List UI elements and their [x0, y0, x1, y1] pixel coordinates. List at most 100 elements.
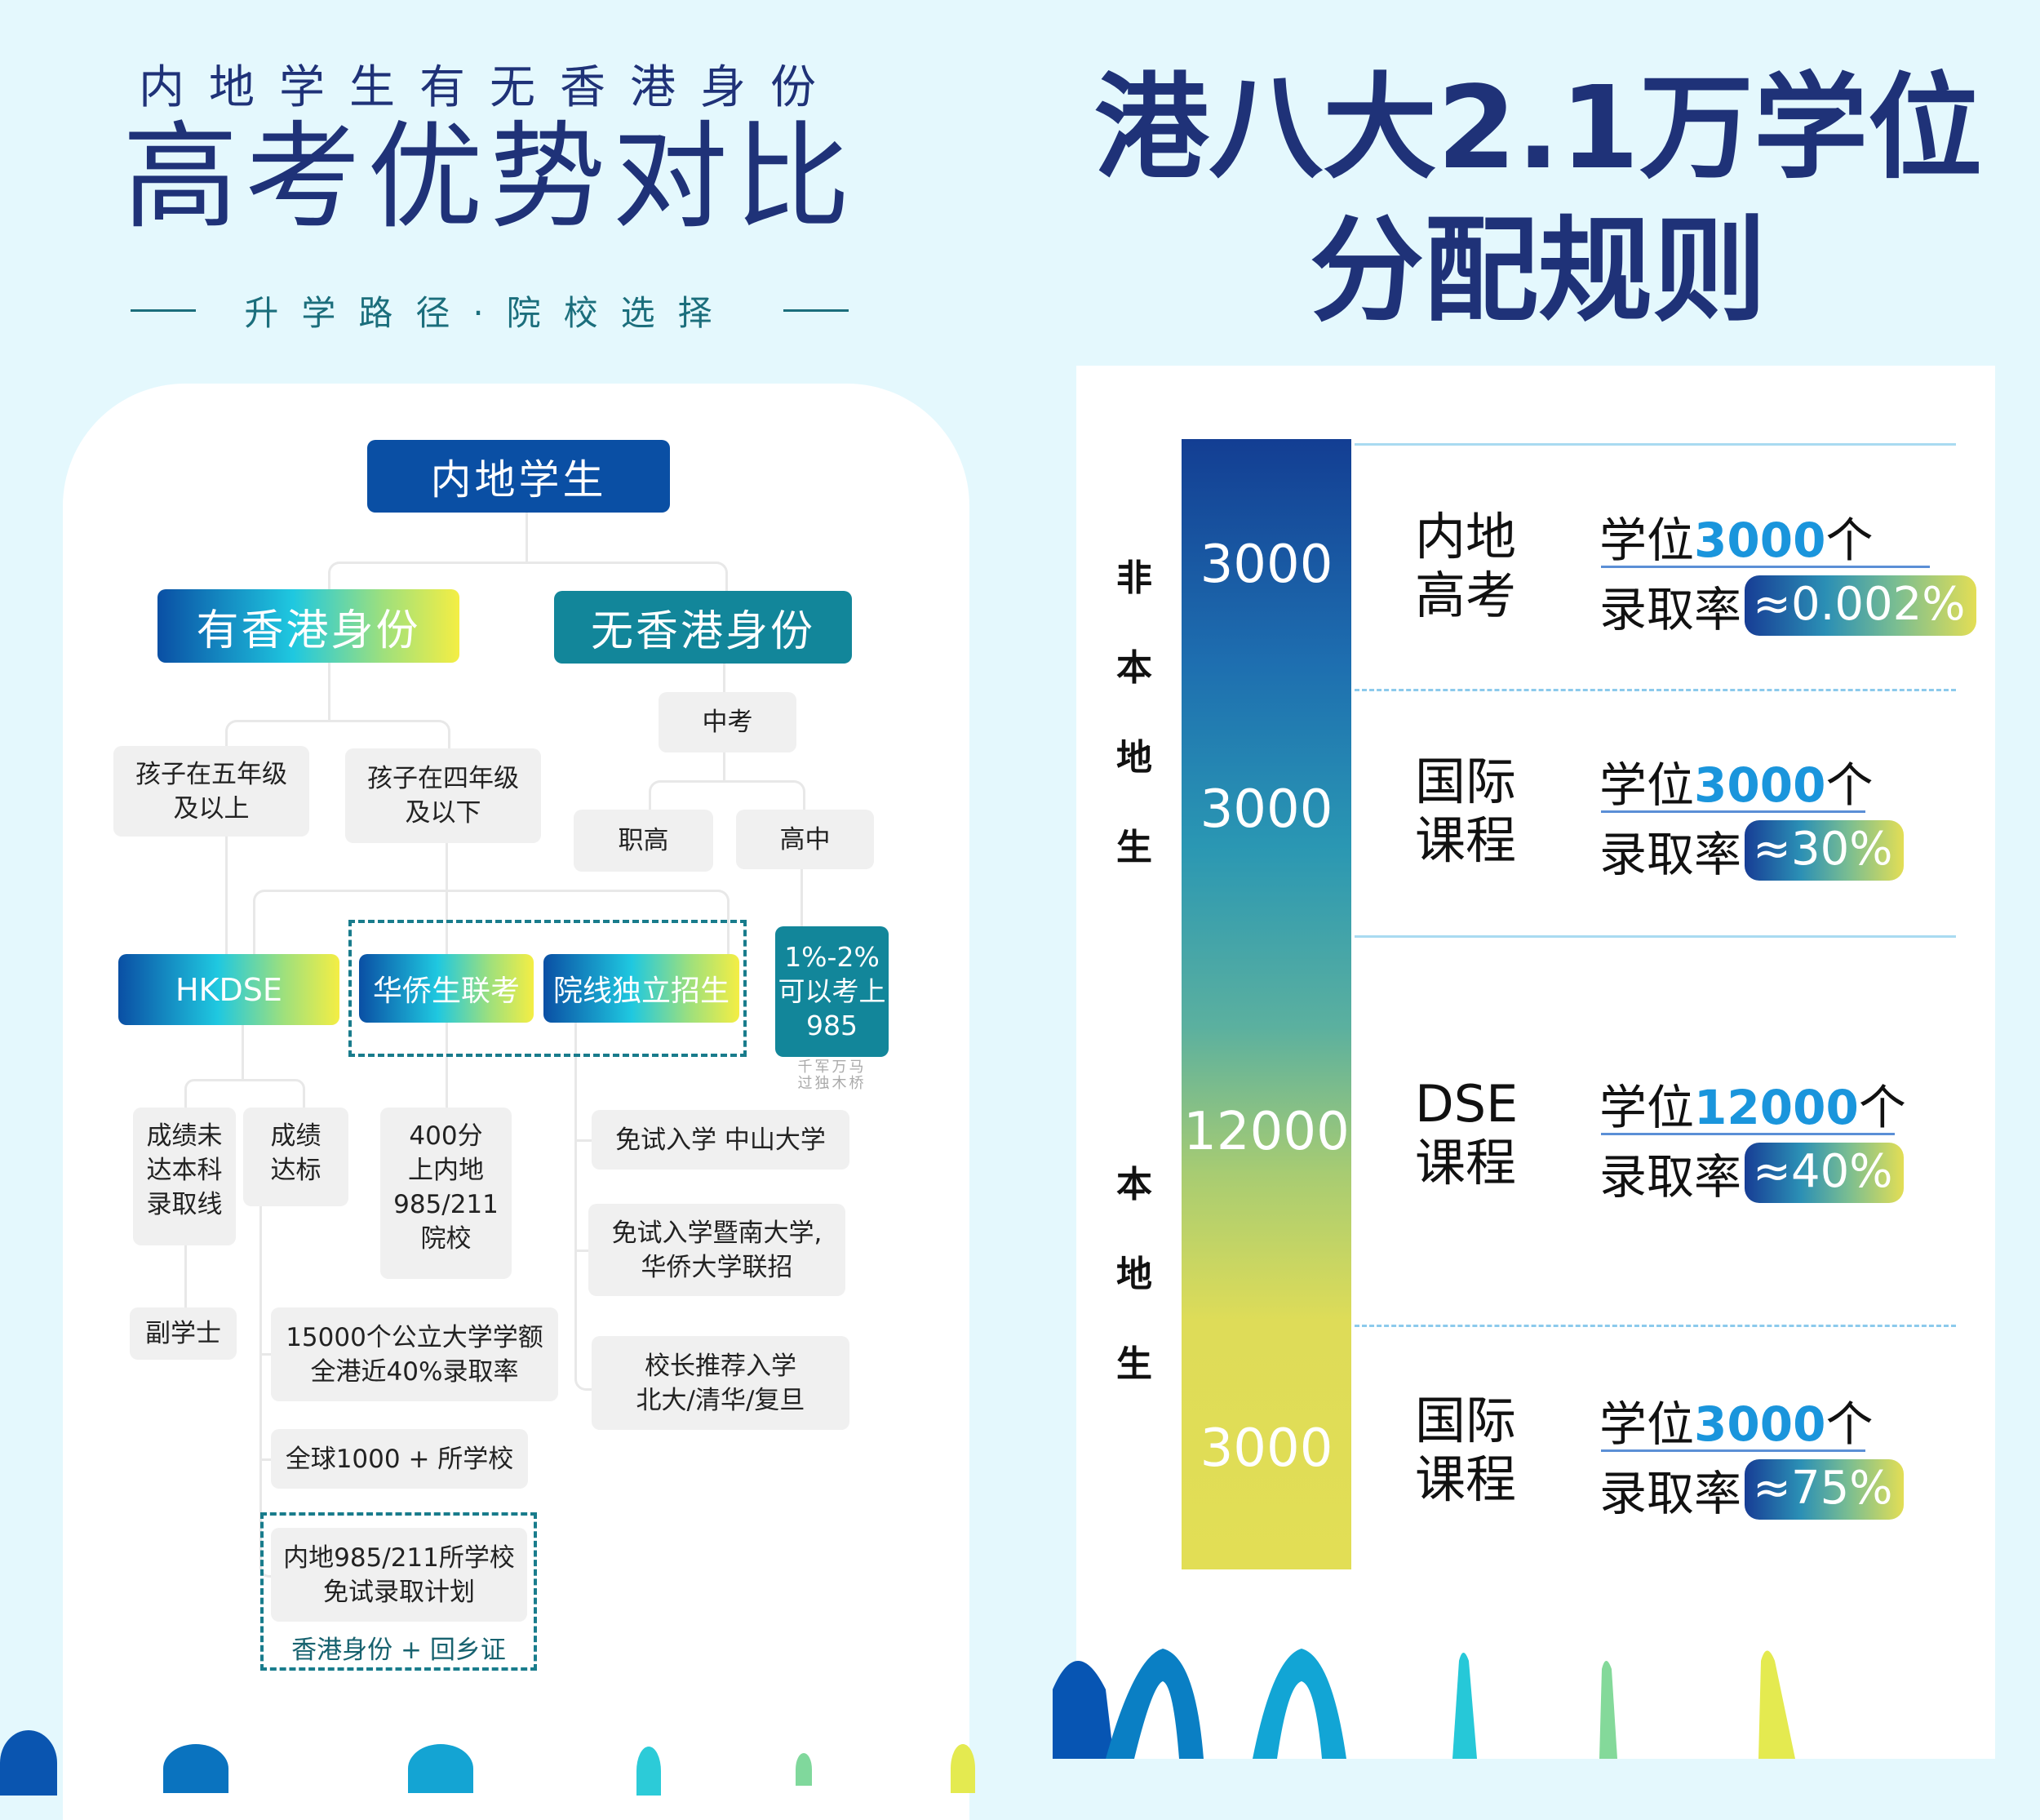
bar-value-2: 3000 [1200, 779, 1333, 840]
rate-label: 录取率 [1599, 1149, 1742, 1205]
row2-category: 国际 课程 [1415, 752, 1516, 870]
seats-number: 3000 [1694, 1396, 1826, 1452]
row4-seats: 学位3000个 [1599, 1386, 1873, 1454]
node-label: 副学士 [145, 1319, 221, 1348]
node-400-score: 400分 上内地 985/211 院校 [380, 1108, 512, 1279]
group-char: 非 [1116, 557, 1152, 599]
node-label: 无香港身份 [590, 607, 815, 656]
node-sysu: 免试入学 中山大学 [592, 1110, 849, 1170]
node-label: 职高 [618, 826, 669, 855]
node-global-schools: 全球1000 + 所学校 [271, 1429, 528, 1489]
divider-top [1355, 443, 1956, 446]
row4-rate: 录取率≈75% [1599, 1455, 1905, 1524]
node-grade4-below: 孩子在四年级 及以下 [345, 748, 541, 843]
node-zhongkao: 中考 [659, 692, 796, 752]
bar-value-1: 3000 [1200, 535, 1333, 595]
left-subtitle: 内地学生有无香港身份 [139, 61, 840, 114]
category-line: 国际 [1415, 752, 1517, 811]
node-label: 及以下 [405, 798, 481, 828]
category-line: 内地 [1415, 507, 1517, 566]
seats-prefix: 学位 [1599, 1396, 1695, 1452]
seats-suffix: 个 [1825, 1396, 1874, 1452]
node-label: 院校 [420, 1224, 472, 1254]
category-line: 课程 [1415, 1449, 1517, 1509]
group-char: 本 [1116, 1164, 1152, 1205]
gaokao-note-line2: 过独木桥 [797, 1075, 867, 1092]
node-label: 录取线 [146, 1190, 223, 1219]
row1-category: 内地 高考 [1415, 508, 1516, 625]
node-label: 内地985/211所学校 [283, 1543, 515, 1573]
node-public-university: 15000个公立大学学额 全港近40%录取率 [271, 1307, 558, 1401]
allocation-gradient-bar [1182, 439, 1351, 1569]
node-high-school: 高中 [736, 810, 874, 869]
category-line: 课程 [1415, 810, 1517, 870]
right-title-line2: 分配规则 [1309, 205, 1767, 338]
dashed-group-exams [348, 920, 747, 1057]
node-label: 全港近40%录取率 [310, 1356, 519, 1387]
group-label-local: 本 地 生 [1116, 1155, 1152, 1387]
left-tagline: 升学路径·院校选择 [131, 286, 849, 335]
group-char: 本 [1116, 647, 1152, 689]
tagline-text: 升学路径·院校选择 [244, 293, 735, 333]
divider-dashed-1 [1355, 689, 1956, 691]
bar-value-3: 12000 [1183, 1102, 1350, 1162]
node-with-hk-identity: 有香港身份 [157, 589, 459, 663]
node-label: 1%-2% [784, 941, 880, 973]
node-label: 可以考上 [778, 975, 886, 1007]
category-line: 课程 [1415, 1133, 1517, 1192]
node-label: 华侨生联考 [372, 974, 520, 1008]
bar-value-4: 3000 [1200, 1418, 1333, 1479]
node-principal-recommend: 校长推荐入学 北大/清华/复旦 [592, 1336, 849, 1430]
seats-suffix: 个 [1858, 1080, 1906, 1135]
row1-underline [1601, 566, 1930, 568]
seats-number: 3000 [1694, 757, 1826, 813]
group-char: 地 [1116, 1254, 1152, 1295]
row2-underline [1601, 810, 1865, 813]
group-label-non-local: 非 本 地 生 [1116, 548, 1152, 870]
category-line: 高考 [1415, 566, 1517, 625]
seats-prefix: 学位 [1599, 757, 1695, 813]
node-label: 15000个公立大学学额 [286, 1322, 543, 1352]
node-label: HKDSE [175, 971, 282, 1008]
seats-prefix: 学位 [1599, 513, 1695, 568]
category-line: DSE [1415, 1074, 1519, 1134]
node-label: 及以上 [173, 793, 250, 823]
node-label: 孩子在五年级 [135, 759, 287, 789]
node-label: 校长推荐入学 [645, 1351, 796, 1381]
right-wave-decoration [1053, 1649, 1795, 1759]
group-char: 生 [1116, 1343, 1152, 1385]
node-hkdse: HKDSE [118, 954, 339, 1025]
rate-pill: ≈0.002% [1745, 575, 1977, 636]
rate-label: 录取率 [1599, 582, 1742, 637]
node-independent-admission: 院线独立招生 [543, 954, 739, 1023]
seats-number: 12000 [1694, 1080, 1859, 1135]
node-label: 北大/清华/复旦 [636, 1385, 805, 1415]
node-label: 孩子在四年级 [367, 764, 519, 793]
node-label: 全球1000 + 所学校 [285, 1444, 514, 1474]
left-title: 高考优势对比 [122, 110, 857, 245]
node-below-cutoff: 成绩未 达本科 录取线 [133, 1108, 236, 1245]
rate-pill: ≈40% [1745, 1143, 1905, 1203]
group-char: 地 [1116, 737, 1152, 779]
node-label: 上内地 [408, 1156, 484, 1185]
node-gaokao-rate: 1%-2% 可以考上 985 [775, 926, 889, 1057]
gaokao-note-line1: 千军万马 [797, 1059, 867, 1076]
node-jinan: 免试入学暨南大学, 华侨大学联招 [588, 1204, 845, 1296]
node-grade5-above: 孩子在五年级 及以上 [113, 746, 309, 837]
tagline-rule-right [783, 309, 849, 312]
rate-pill: ≈30% [1745, 820, 1905, 881]
seats-number: 3000 [1694, 513, 1826, 568]
node-label: 内地学生 [430, 455, 607, 504]
row1-seats: 学位3000个 [1599, 502, 1873, 570]
node-label: 达本科 [146, 1156, 223, 1185]
node-label: 免试入学暨南大学, [611, 1218, 823, 1248]
tagline-rule-left [131, 309, 196, 312]
dashed-group-exempt [260, 1512, 537, 1671]
seats-prefix: 学位 [1599, 1080, 1695, 1135]
node-label: 985/211 [393, 1190, 499, 1219]
rate-label: 录取率 [1599, 827, 1742, 882]
node-label: 400分 [409, 1121, 483, 1151]
rate-label: 录取率 [1599, 1466, 1742, 1521]
row3-rate: 录取率≈40% [1599, 1139, 1905, 1207]
row1-rate: 录取率≈0.002% [1599, 571, 1977, 640]
